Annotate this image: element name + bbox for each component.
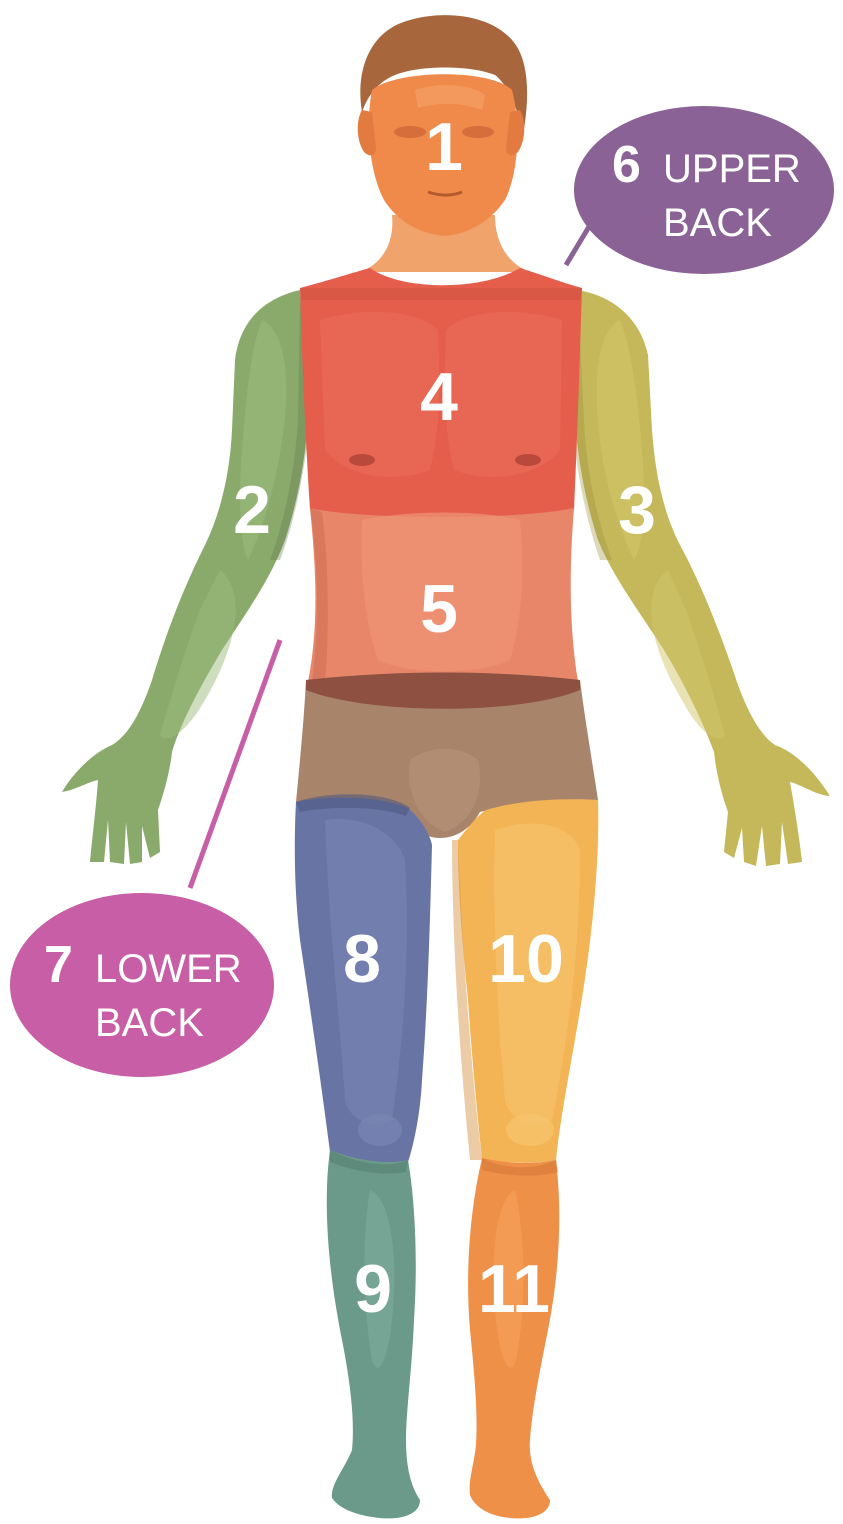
upper-back-number: 6 <box>612 136 641 194</box>
region-2-label: 2 <box>233 472 271 548</box>
lower-back-number: 7 <box>44 936 73 994</box>
region-5-label: 5 <box>420 571 458 647</box>
region-9-right-lower-leg <box>327 1150 420 1518</box>
region-11-label: 11 <box>478 1251 550 1327</box>
region-4-label: 4 <box>420 359 458 435</box>
region-2-right-arm <box>62 290 310 864</box>
region-8-label: 8 <box>343 921 381 997</box>
region-3-label: 3 <box>618 472 656 548</box>
lower-back-line2: BACK <box>95 1001 204 1045</box>
region-10-label: 10 <box>488 921 564 997</box>
upper-back-line2: BACK <box>663 201 772 245</box>
region-3-left-arm <box>572 290 830 866</box>
region-11-left-lower-leg <box>468 1158 559 1518</box>
region-9-label: 9 <box>354 1251 392 1327</box>
lower-back-line1: LOWER <box>95 947 242 991</box>
region-1-label: 1 <box>425 109 463 185</box>
upper-back-callout: 6 UPPER BACK <box>566 106 834 274</box>
upper-back-line1: UPPER <box>663 147 801 191</box>
